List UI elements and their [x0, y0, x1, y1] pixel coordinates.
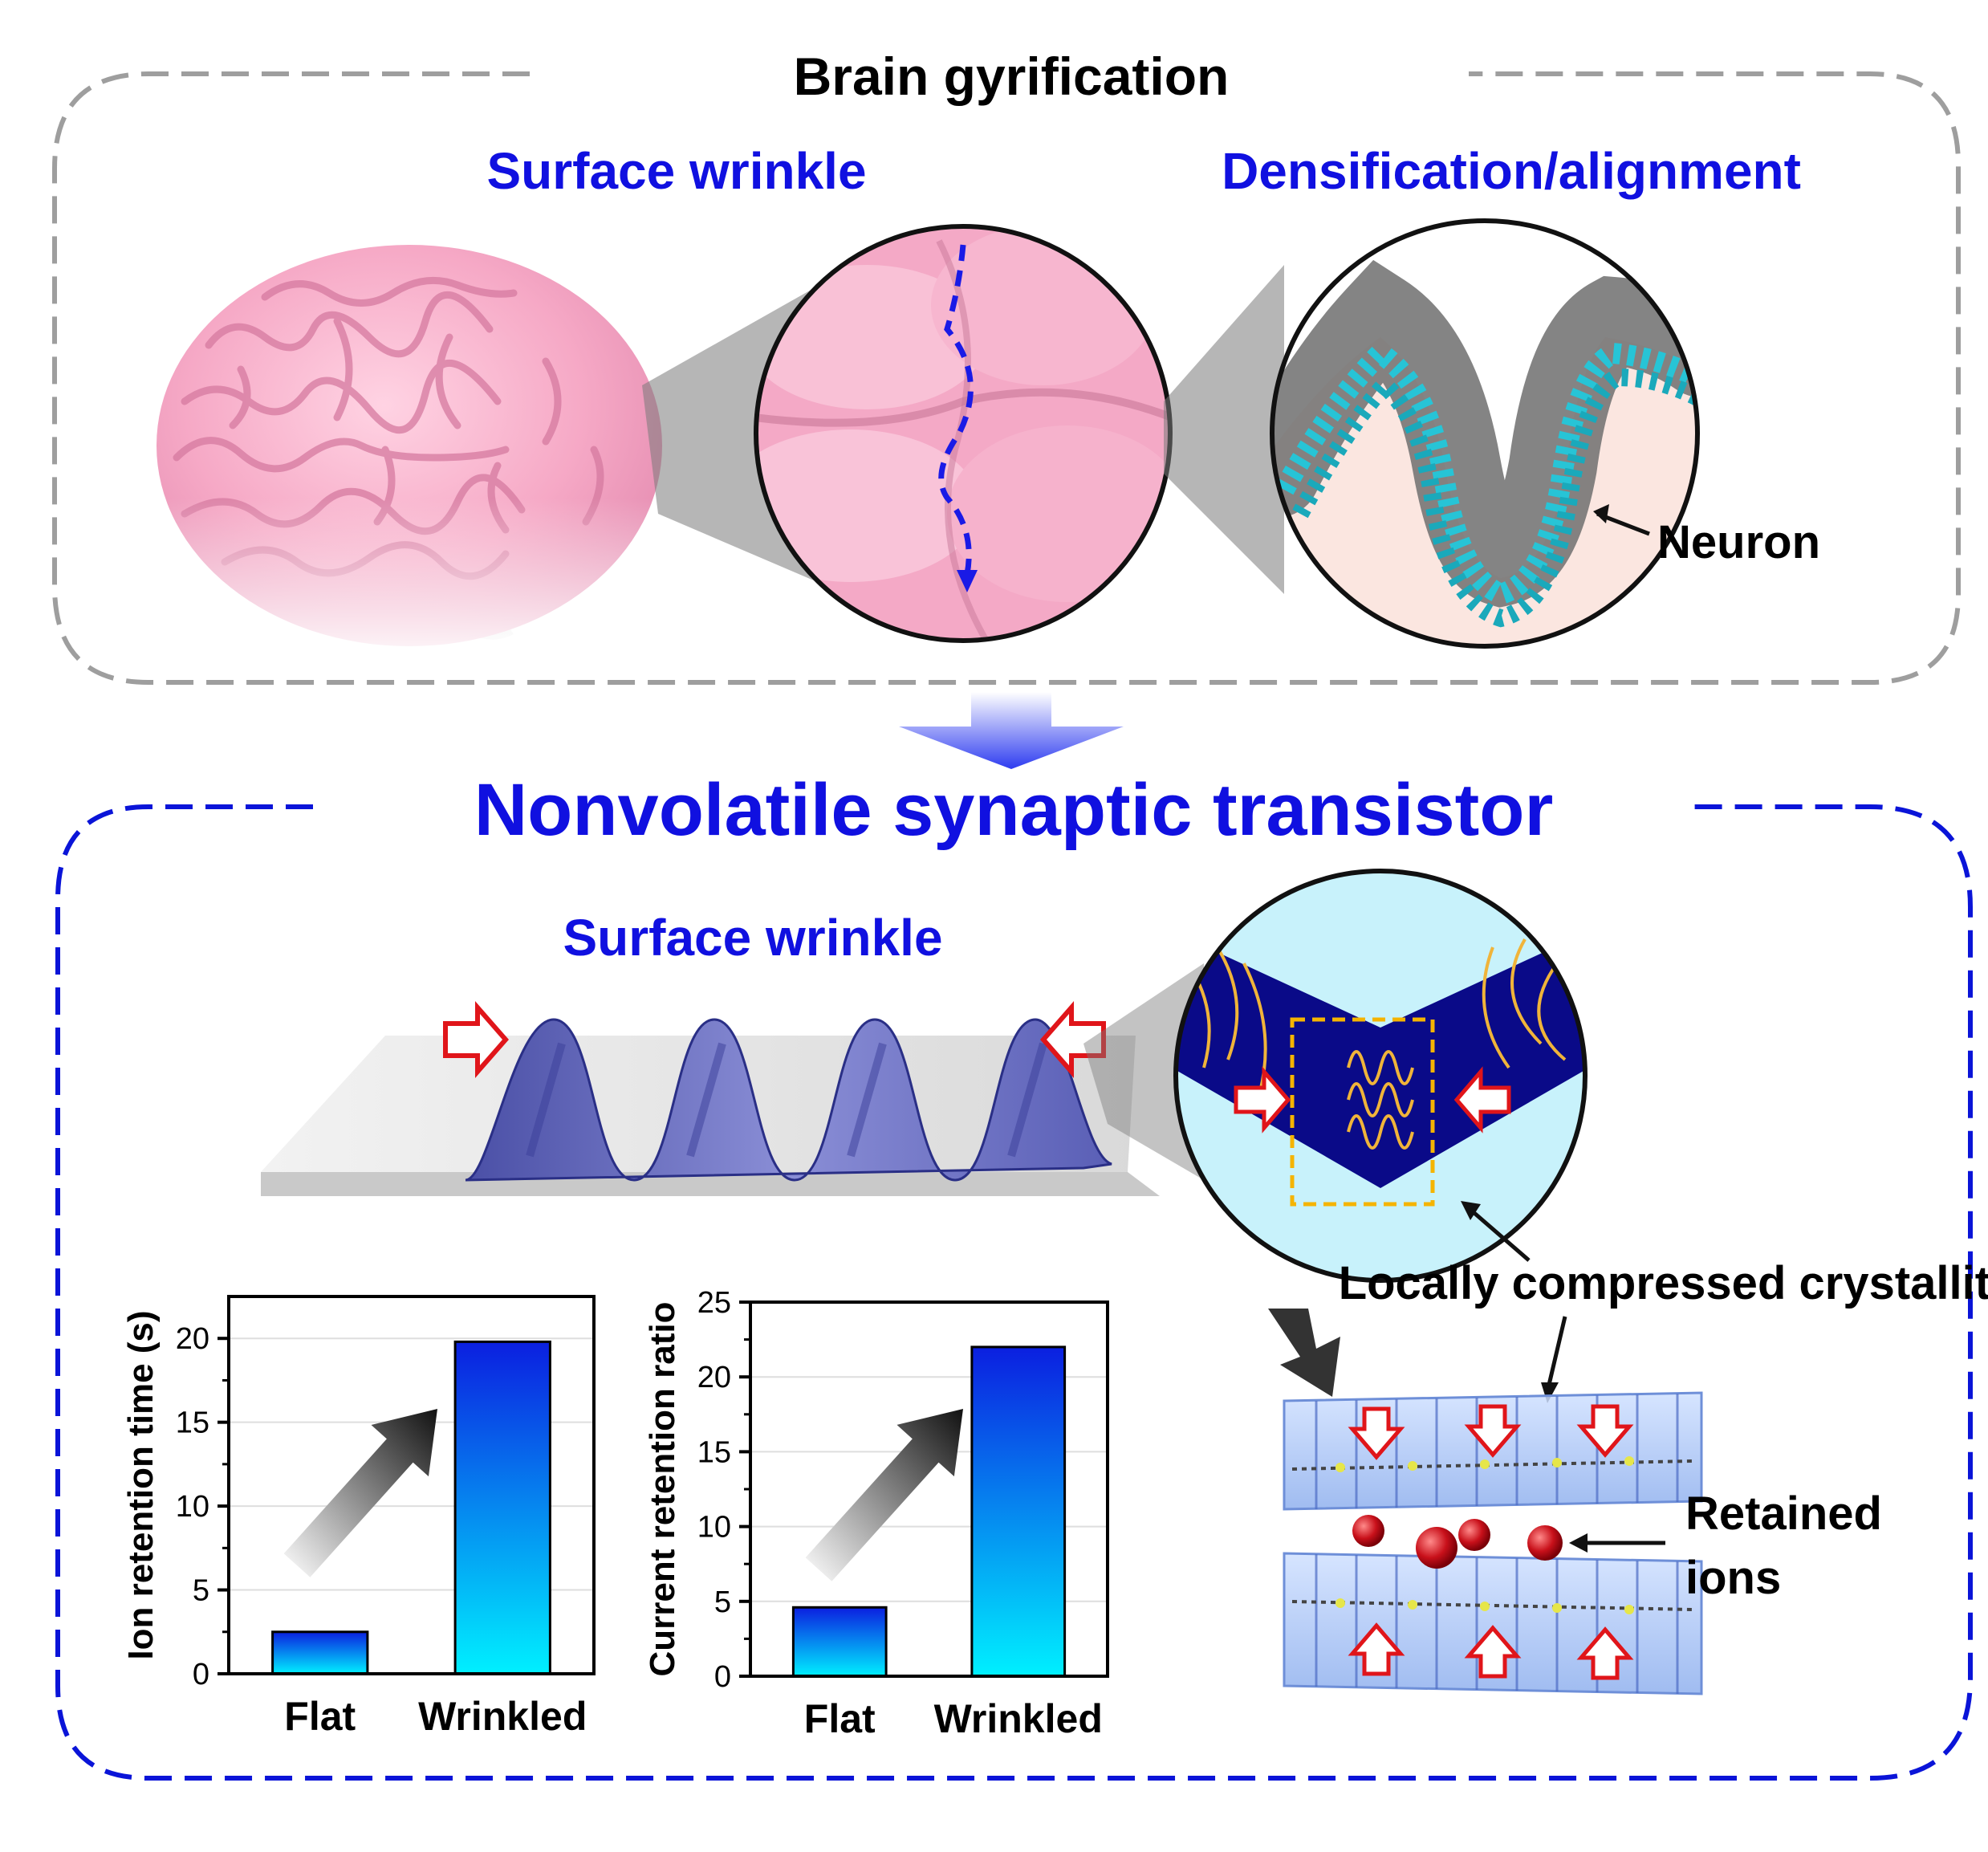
y-tick-label: 20 [176, 1322, 209, 1356]
bar-wrinkled [970, 1345, 1067, 1678]
bar-wrinkled [453, 1340, 551, 1675]
bottom-panel-title: Nonvolatile synaptic transistor [474, 769, 1554, 851]
y-tick-label: 0 [193, 1658, 209, 1691]
compression-arrow-left [443, 1001, 509, 1078]
y-axis-label: Current retention ratio [643, 1302, 682, 1677]
transition-arrow [899, 692, 1124, 769]
retained-ions-label-line2: ions [1685, 1552, 1781, 1604]
ion-retention-chart: Flat Wrinkled 0 5 10 15 20 Ion retention time (… [121, 1295, 596, 1739]
cortex-band [1272, 259, 1697, 608]
bottom-panel: Nonvolatile synaptic transistor Surface … [55, 769, 1988, 1781]
y-axis-label: Ion retention time (s) [121, 1310, 161, 1659]
densification-zoom [1270, 218, 1700, 649]
y-tick-label: 15 [697, 1435, 731, 1469]
x-tick-label: Wrinkled [934, 1696, 1103, 1741]
surface-wrinkle-label-bottom: Surface wrinkle [563, 909, 942, 967]
y-tick-label: 10 [176, 1490, 209, 1524]
neuron-row [1275, 340, 1697, 605]
zoom-cone [1083, 963, 1204, 1180]
slab-compression-arrows [1348, 1404, 1634, 1680]
bar-flat [271, 1630, 369, 1675]
x-tick-label: Wrinkled [418, 1694, 587, 1739]
retained-ions [1352, 1515, 1563, 1569]
bar-flat [791, 1606, 888, 1678]
neuron-label: Neuron [1657, 516, 1820, 568]
surface-wrinkle-zoom [754, 224, 1173, 643]
y-tick-label: 0 [714, 1660, 731, 1694]
y-tick-label: 20 [697, 1361, 731, 1394]
retained-ions-label-line1: Retained [1685, 1488, 1882, 1540]
dashed-path-arrow [938, 244, 974, 575]
compression-arrow-right [1040, 1001, 1106, 1078]
y-tick-label: 10 [697, 1511, 731, 1545]
y-tick-label: 25 [697, 1286, 731, 1320]
bottom-panel-border [55, 804, 1973, 1781]
surface-wrinkle-label-top: Surface wrinkle [486, 142, 866, 200]
current-retention-chart: Flat Wrinkled 0 5 10 15 20 25 Current retention … [643, 1286, 1109, 1741]
top-panel-title: Brain gyrification [794, 47, 1230, 106]
x-tick-label: Flat [284, 1694, 356, 1739]
densification-label: Densification/alignment [1222, 142, 1801, 200]
y-tick-label: 5 [193, 1574, 209, 1608]
trend-arrow [805, 1409, 963, 1581]
crystallite-label: Locally compressed crystallite [1339, 1257, 1988, 1309]
wrinkled-film-illustration [261, 1001, 1160, 1196]
y-tick-label: 15 [176, 1406, 209, 1440]
y-tick-label: 5 [714, 1585, 731, 1619]
crystallite-stack [1283, 1391, 1703, 1695]
top-panel: Brain gyrification Surface wrinkle Densi… [52, 47, 1961, 685]
crystallite-highlight-box [1290, 1017, 1435, 1207]
brain-illustration [144, 245, 674, 658]
zoom-cone [1164, 265, 1284, 594]
plot-frame [227, 1295, 596, 1675]
crystallite-zoom [1173, 869, 1588, 1283]
x-tick-label: Flat [804, 1696, 876, 1741]
trend-arrow [283, 1409, 437, 1577]
zoom-down-arrow [1268, 1309, 1340, 1397]
top-panel-border [52, 71, 1961, 685]
